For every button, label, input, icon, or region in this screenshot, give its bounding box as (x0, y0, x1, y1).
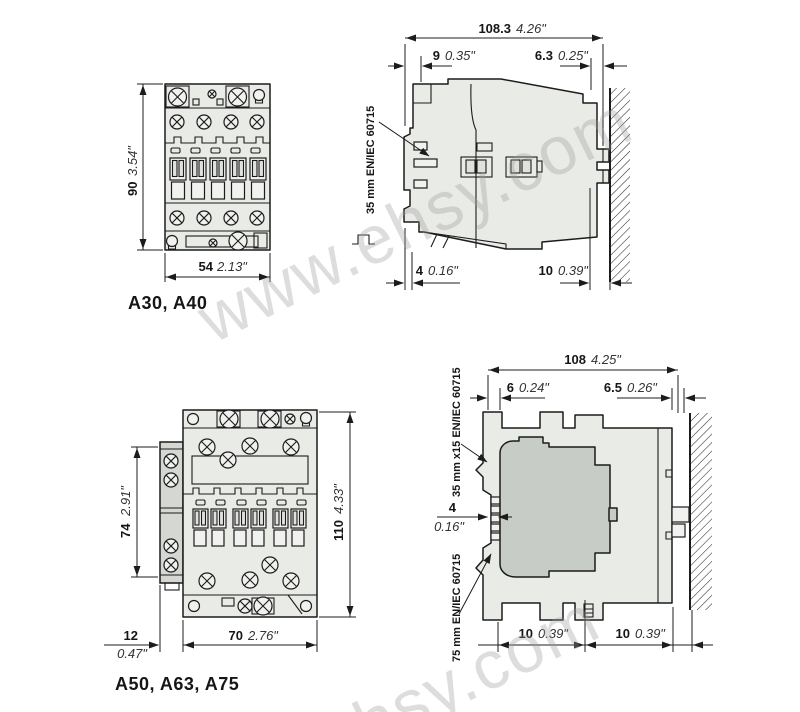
dim-6-5-inch: 0.26" (627, 380, 658, 395)
dim-6-mm: 6 (507, 380, 514, 395)
dim-4-inch: 0.16" (428, 263, 459, 278)
a30-front-view: 90 3.54" 54 2.13" A30, A40 (125, 83, 271, 313)
mounting-wall-hatch (610, 88, 630, 282)
a30-front-height-dimension: 90 3.54" (125, 83, 163, 251)
dim-6-3-mm: 6.3 (535, 48, 553, 63)
a50-front-details (183, 409, 317, 616)
din-rail-arrow (378, 121, 430, 157)
dim-6-5-mm: 6.5 (604, 380, 622, 395)
a50-side-rail-callouts: 35 mm x15 EN/IEC 60715 75 mm EN/IEC 6071… (451, 367, 492, 662)
a50-side-top-left-dimension: 6 0.24" (470, 380, 550, 410)
a50-side-details (490, 428, 690, 618)
a30-side-bottom-right-dimension: 10 0.39" (539, 188, 632, 290)
dim-70-inch: 2.76" (247, 628, 279, 643)
dim-4b-inch: 0.16" (434, 519, 465, 534)
a30-front-details (165, 85, 270, 251)
model-label-a50-a63-a75: A50, A63, A75 (115, 674, 239, 694)
dim-4b-mm: 4 (449, 500, 457, 515)
a30-side-details (413, 83, 604, 249)
a30-side-top-right-dimension: 6.3 0.25" (535, 48, 627, 90)
dim-9-mm: 9 (433, 48, 440, 63)
a30-side-top-left-dimension: 9 0.35" (388, 48, 476, 82)
din-rail-symbol (352, 234, 375, 245)
dim-12-inch: 0.47" (117, 646, 148, 661)
a50-side-rail-depth-dimension: 4 0.16" (434, 500, 512, 534)
dim-54-inch: 2.13" (216, 259, 248, 274)
model-label-a30-a40: A30, A40 (128, 293, 207, 313)
dim-6-inch: 0.24" (519, 380, 550, 395)
a30-side-overall-dimension: 108.3 4.26" (404, 21, 604, 146)
dim-10c-inch: 0.39" (635, 626, 666, 641)
a50-front-view: 74 2.91" 110 4.33" 12 0.47" 70 2.76" (104, 409, 356, 694)
din-rail-arrow-top (460, 443, 488, 463)
din-rail-label-bottom: 75 mm EN/IEC 60715 (451, 554, 463, 662)
dim-90-inch: 3.54" (125, 145, 140, 176)
dim-110-inch: 4.33" (331, 483, 346, 514)
dim-10-inch: 0.39" (558, 263, 589, 278)
dim-10c-mm: 10 (616, 626, 630, 641)
dim-110-mm: 110 (331, 520, 346, 541)
dim-108-3-mm: 108.3 (478, 21, 511, 36)
a50-front-accessory-width-dimension: 12 0.47" (104, 585, 161, 661)
a50-side-view: 108 4.25" 6 0.24" 6.5 0.26" 4 0.16" (434, 352, 713, 662)
a30-side-rail-callout: 35 mm EN/IEC 60715 (352, 106, 430, 245)
a50-side-overall-dimension: 108 4.25" (487, 352, 679, 413)
a50-front-height-dimension: 110 4.33" (319, 411, 356, 618)
mounting-wall-hatch-2 (690, 413, 712, 610)
a50-front-side-accessory (159, 441, 184, 591)
a30-side-bottom-left-dimension: 4 0.16" (386, 228, 460, 290)
dim-90-mm: 90 (125, 182, 140, 196)
a30-side-view: 108.3 4.26" 9 0.35" 6.3 0.25" 4 0.16" (352, 21, 632, 290)
dim-10b-inch: 0.39" (538, 626, 569, 641)
dim-108-mm: 108 (564, 352, 586, 367)
dim-108-inch: 4.25" (591, 352, 622, 367)
dim-108-3-inch: 4.26" (516, 21, 547, 36)
dim-70-mm: 70 (229, 628, 243, 643)
dim-74-mm: 74 (118, 523, 133, 538)
dim-12-mm: 12 (124, 628, 138, 643)
a30-front-width-dimension: 54 2.13" (164, 253, 271, 282)
a50-front-accessory-height-dimension: 74 2.91" (118, 446, 158, 578)
dim-74-inch: 2.91" (118, 485, 133, 517)
a50-side-inner-profile (499, 436, 611, 578)
din-rail-label-top: 35 mm x15 EN/IEC 60715 (451, 367, 463, 497)
dim-6-3-inch: 0.25" (558, 48, 589, 63)
a50-side-bottom-dimensions: 10 0.39" 10 0.39" (478, 600, 713, 652)
dim-10-mm: 10 (539, 263, 553, 278)
a50-front-width-dimension: 70 2.76" (182, 620, 318, 652)
din-rail-label: 35 mm EN/IEC 60715 (365, 106, 377, 214)
dim-10b-mm: 10 (519, 626, 533, 641)
din-rail-arrow-bottom (458, 553, 492, 615)
a50-side-top-right-dimension: 6.5 0.26" (604, 380, 706, 413)
dim-4-mm: 4 (416, 263, 424, 278)
dim-9-inch: 0.35" (445, 48, 476, 63)
dim-54-mm: 54 (199, 259, 214, 274)
